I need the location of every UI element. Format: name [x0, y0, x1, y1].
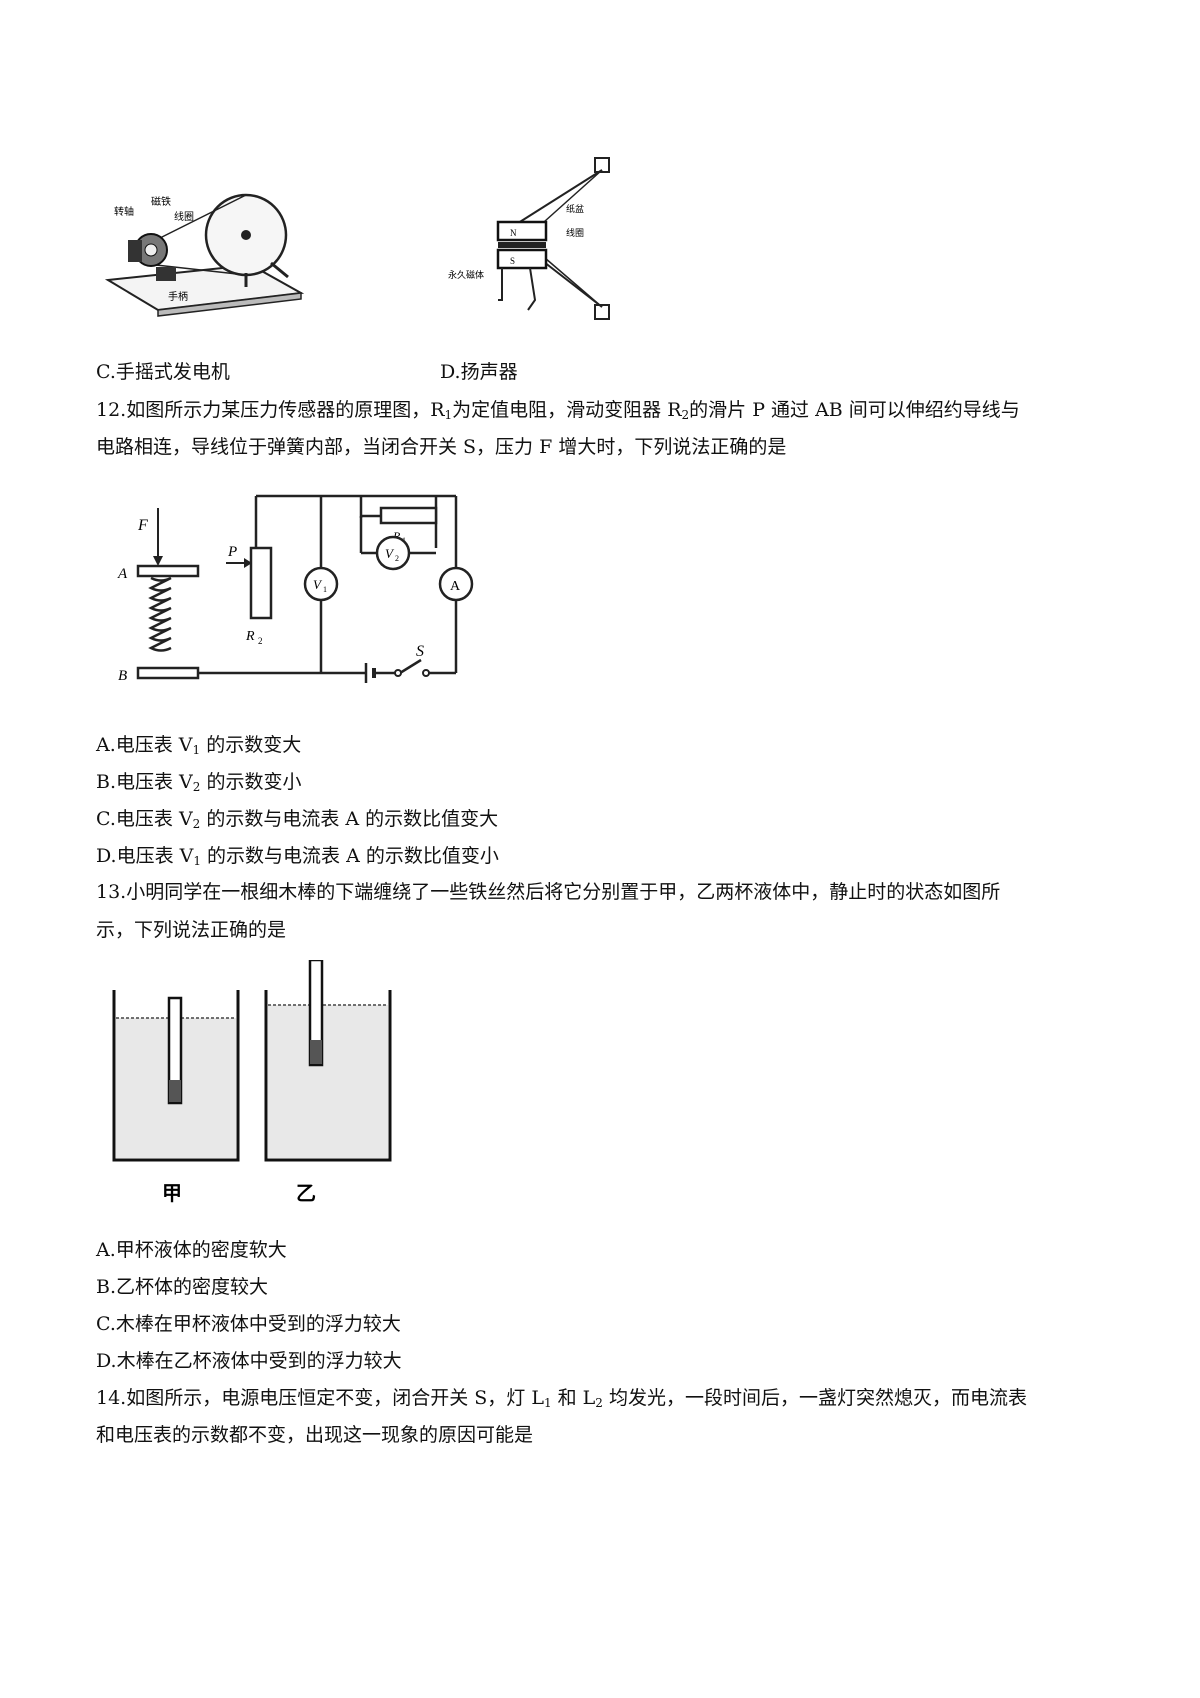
- q12-option-c: C.电压表 V2 的示数与电流表 A 的示数比值变大: [96, 808, 499, 831]
- q13-stem-line1: 13.小明同学在一根细木棒的下端缠绕了一些铁丝然后将它分别置于甲，乙两杯液体中，…: [96, 881, 1001, 903]
- q12-option-d: D.电压表 V1 的示数与电流表 A 的示数比值变小: [96, 845, 499, 868]
- label-ammeter: A: [450, 579, 461, 594]
- pressure-sensor-circuit: R 2 P R 1 V 2 A V 1 S A: [96, 488, 476, 703]
- dynamo-label-handle: 手柄: [168, 290, 188, 303]
- q13-option-a: A.甲杯液体的密度软大: [96, 1239, 287, 1261]
- label-b: B: [118, 668, 127, 684]
- dynamo-label-coil: 线圈: [174, 210, 194, 223]
- label-r1: R: [392, 529, 401, 543]
- label-v2: V: [385, 546, 395, 561]
- speaker-label-coil: 线圈: [566, 227, 584, 238]
- q12-option-a: A.电压表 V1 的示数变大: [96, 734, 302, 757]
- q12-stem-line2: 电路相连，导线位于弹簧内部，当闭合开关 S，压力 F 增大时，下列说法正确的是: [96, 436, 787, 458]
- cup-label-jia: 甲: [162, 1183, 182, 1205]
- q13-stem-line2: 示，下列说法正确的是: [96, 919, 287, 941]
- speaker-label-s: S: [510, 256, 515, 266]
- loudspeaker-figure: N S 纸盆 线圈 永久磁体: [440, 150, 640, 330]
- hand-crank-generator-figure: 转轴 磁铁 线圈 手柄: [96, 185, 311, 330]
- label-v2-sub: 2: [395, 554, 399, 563]
- floating-stick-cups-figure: 甲 乙: [96, 958, 406, 1210]
- speaker-label-magnet: 永久磁体: [448, 269, 484, 280]
- q13-option-b: B.乙杯体的密度较大: [96, 1276, 269, 1298]
- label-v1: V: [313, 577, 323, 592]
- q14-stem-line2: 和电压表的示数都不变，出现这一现象的原因可能是: [96, 1424, 534, 1446]
- label-v1-sub: 1: [323, 585, 327, 594]
- q12-option-b: B.电压表 V2 的示数变小: [96, 771, 302, 794]
- option-c-generator: C.手摇式发电机: [96, 361, 230, 383]
- speaker-label-n: N: [510, 228, 517, 238]
- label-f: F: [137, 517, 148, 534]
- q12-stem-line1: 12.如图所示力某压力传感器的原理图，R1为定值电阻，滑动变阻器 R2的滑片 P…: [96, 399, 1020, 422]
- label-r2-sub: 2: [258, 636, 263, 646]
- label-r2: R: [245, 629, 255, 644]
- cup-label-yi: 乙: [296, 1183, 316, 1205]
- option-d-speaker: D.扬声器: [440, 361, 518, 383]
- dynamo-label-magnet: 磁铁: [151, 195, 171, 208]
- label-switch: S: [416, 643, 424, 660]
- dynamo-label-axle: 转轴: [114, 205, 134, 218]
- q13-option-d: D.木棒在乙杯液体中受到的浮力较大: [96, 1350, 402, 1372]
- label-p: P: [227, 544, 237, 560]
- label-a: A: [117, 566, 128, 582]
- q14-stem-line1: 14.如图所示，电源电压恒定不变，闭合开关 S，灯 L1 和 L2 均发光，一段…: [96, 1387, 1027, 1410]
- speaker-label-cone: 纸盆: [566, 203, 584, 214]
- q13-option-c: C.木棒在甲杯液体中受到的浮力较大: [96, 1313, 401, 1335]
